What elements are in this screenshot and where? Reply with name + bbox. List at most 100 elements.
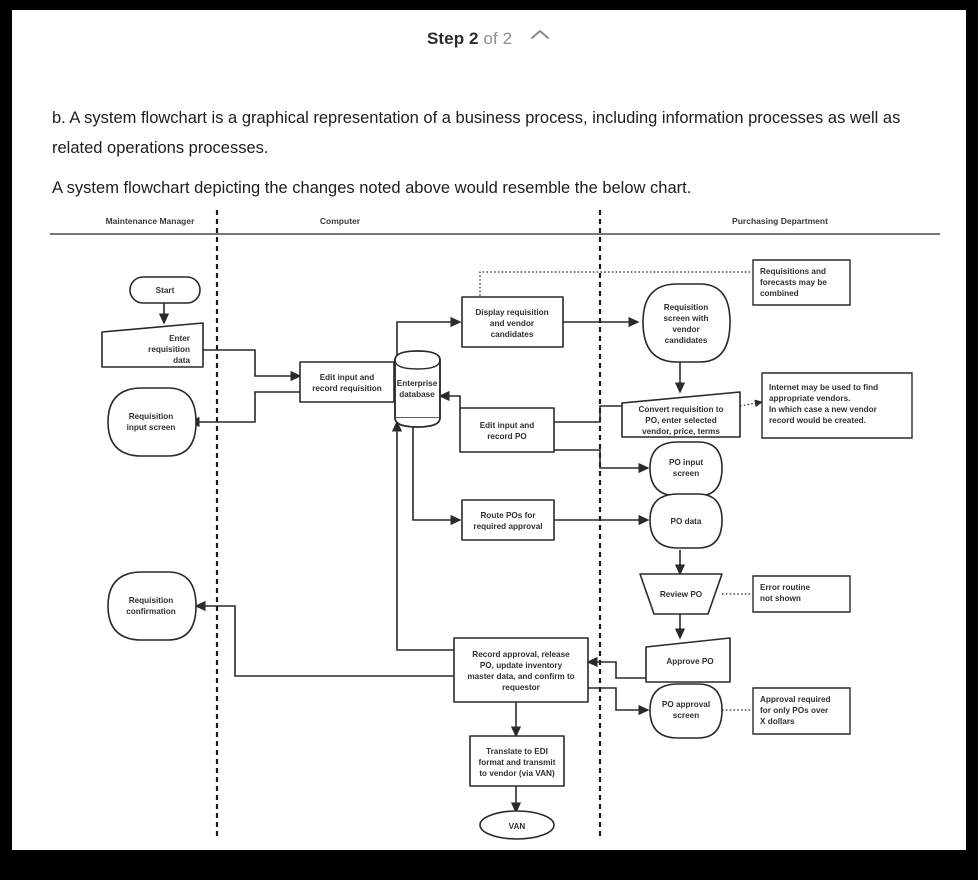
note-internet-l4: record would be created. — [769, 416, 866, 425]
node-reqconf-l2: confirmation — [126, 607, 176, 616]
node-translate-l3: to vendor (via VAN) — [479, 769, 555, 778]
annotation-requisitions-forecasts: Requisitions and forecasts may be combin… — [752, 259, 851, 306]
node-requisition-screen-vendor: Requisition screen with vendor candidate… — [642, 283, 731, 363]
node-reqvendor-l1: Requisition — [664, 303, 709, 312]
node-enterprise-database: Enterprise database — [394, 350, 441, 428]
node-editpo-l2: record PO — [487, 432, 527, 441]
node-editpo-l1: Edit input and — [480, 421, 535, 430]
node-van-label: VAN — [509, 822, 526, 831]
node-po-data: PO data — [649, 493, 723, 549]
paragraph-b: b. A system flowchart is a graphical rep… — [52, 109, 901, 157]
paragraph-intro: A system flowchart depicting the changes… — [52, 179, 692, 197]
note-internet-l3: In which case a new vendor — [769, 405, 878, 414]
node-po-input-screen: PO input screen — [649, 441, 723, 497]
node-display-l1: Display requisition — [475, 308, 548, 317]
node-reqinput-l2: input screen — [127, 423, 176, 432]
node-requisition-confirmation: Requisition confirmation — [107, 571, 197, 641]
connector-record-to-poapprovalscreen — [588, 687, 650, 716]
note-req-l3: combined — [760, 289, 799, 298]
node-edit-record-po: Edit input and record PO — [459, 407, 555, 453]
node-poapproval-l2: screen — [673, 711, 699, 720]
note-req-l2: forecasts may be — [760, 278, 827, 287]
note-error-l1: Error routine — [760, 583, 810, 592]
note-approval-l1: Approval required — [760, 695, 831, 704]
node-reqvendor-l2: screen with — [663, 314, 708, 323]
node-record-l2: PO, update inventory — [480, 661, 563, 670]
node-routepos-l1: Route POs for — [480, 511, 536, 520]
node-po-approval-screen: PO approval screen — [649, 683, 723, 739]
node-enter-requisition-data: Enter requisition data — [101, 322, 204, 368]
note-approval-l2: for only POs over — [760, 706, 829, 715]
node-enter-l1: Enter — [169, 334, 191, 343]
node-record-l4: requestor — [502, 683, 541, 692]
node-record-l3: master data, and confirm to — [467, 672, 574, 681]
step-total: of 2 — [483, 29, 513, 48]
node-convert-l2: PO, enter selected — [645, 416, 716, 425]
node-start: Start — [129, 276, 201, 304]
node-display-l3: candidates — [491, 330, 534, 339]
node-route-pos: Route POs for required approval — [461, 499, 555, 541]
node-poinput-l1: PO input — [669, 458, 703, 467]
node-db-l1: Enterprise — [397, 379, 438, 388]
step-header: Step 2 of 2 — [12, 28, 966, 49]
annotation-internet-vendors: Internet may be used to find appropriate… — [761, 372, 913, 439]
node-reqvendor-l4: candidates — [665, 336, 708, 345]
node-van: VAN — [479, 810, 555, 840]
lane-label-computer: Computer — [320, 216, 361, 226]
node-poapproval-l1: PO approval — [662, 700, 710, 709]
connector-record-to-reqconfirmation — [194, 600, 476, 677]
leader-convert-to-note — [739, 399, 764, 408]
note-internet-l2: appropriate vendors. — [769, 394, 850, 403]
connector-enter-to-editreq — [203, 349, 302, 382]
node-convert-l3: vendor, price, terms — [642, 427, 720, 436]
node-start-label: Start — [156, 286, 175, 295]
node-db-l2: database — [399, 390, 435, 399]
note-req-l1: Requisitions and — [760, 267, 826, 276]
node-editreq-l1: Edit input and — [320, 373, 375, 382]
node-convert-requisition: Convert requisition to PO, enter selecte… — [621, 391, 741, 438]
node-review-po: Review PO — [639, 573, 723, 615]
node-reqvendor-l3: vendor — [672, 325, 700, 334]
node-podata-label: PO data — [671, 517, 702, 526]
node-convert-l1: Convert requisition to — [638, 405, 723, 414]
node-record-l1: Record approval, release — [472, 650, 570, 659]
node-approvepo-label: Approve PO — [666, 657, 714, 666]
step-title: Step 2 — [426, 29, 479, 48]
annotation-approval-threshold: Approval required for only POs over X do… — [752, 687, 851, 735]
system-flowchart: Maintenance Manager Computer Purchasing … — [50, 210, 950, 840]
node-enter-l3: data — [173, 356, 190, 365]
node-poinput-l2: screen — [673, 469, 699, 478]
lane-label-purchasing: Purchasing Department — [732, 216, 828, 226]
connector-editreq-to-reqscreen — [188, 391, 300, 428]
node-translate-l1: Translate to EDI — [486, 747, 548, 756]
node-display-requisition: Display requisition and vendor candidate… — [461, 296, 564, 348]
connector-convert-to-editpo — [518, 405, 622, 428]
node-record-approval: Record approval, release PO, update inve… — [453, 637, 589, 703]
lane-label-maintenance-manager: Maintenance Manager — [106, 216, 195, 226]
connector-db-to-display — [396, 316, 462, 360]
content-sheet: Step 2 of 2 b. A system flowchart is a g… — [12, 10, 966, 850]
note-error-l2: not shown — [760, 594, 801, 603]
node-requisition-input-screen: Requisition input screen — [107, 387, 197, 457]
chevron-up-icon[interactable] — [529, 28, 551, 42]
node-edit-record-requisition: Edit input and record requisition — [299, 361, 395, 403]
connector-approvepo-to-record — [586, 656, 646, 679]
connector-editpo-to-db — [438, 390, 461, 410]
node-enter-l2: requisition — [148, 345, 190, 354]
connector-editpo-to-poinputscreen — [520, 449, 650, 474]
note-approval-l3: X dollars — [760, 717, 795, 726]
annotation-error-routine: Error routine not shown — [752, 575, 851, 613]
node-editreq-l2: record requisition — [312, 384, 382, 393]
node-reqconf-l1: Requisition — [129, 596, 174, 605]
node-translate-edi: Translate to EDI format and transmit to … — [469, 735, 565, 787]
node-reviewpo-label: Review PO — [660, 590, 703, 599]
node-reqinput-l1: Requisition — [129, 412, 174, 421]
leader-display-to-note — [479, 271, 753, 315]
node-routepos-l2: required approval — [473, 522, 542, 531]
node-translate-l2: format and transmit — [479, 758, 556, 767]
node-approve-po: Approve PO — [645, 637, 731, 683]
connector-db-to-routepos — [412, 418, 462, 526]
note-internet-l1: Internet may be used to find — [769, 383, 878, 392]
node-display-l2: and vendor — [490, 319, 535, 328]
